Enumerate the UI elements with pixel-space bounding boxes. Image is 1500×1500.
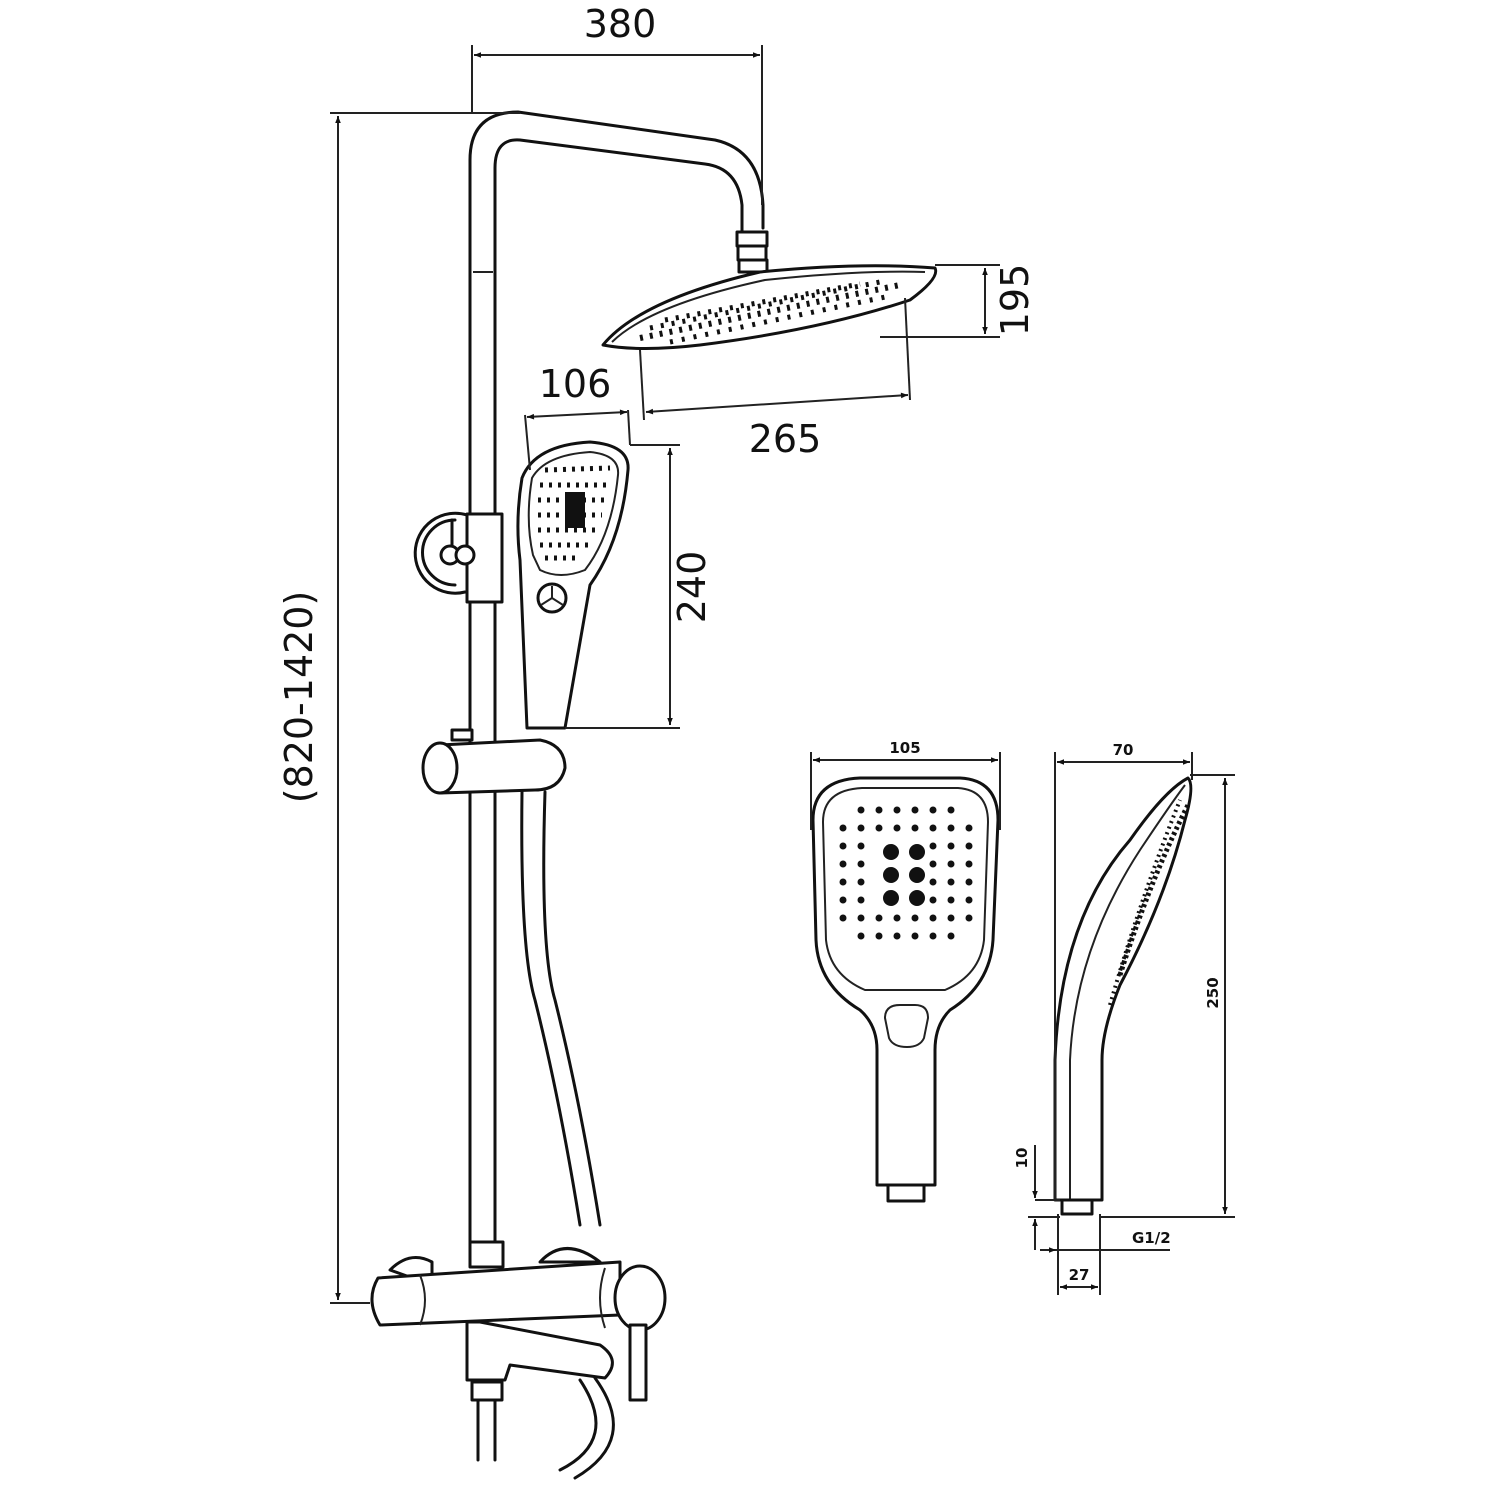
riser-pipe — [330, 110, 765, 1257]
dim-connector-height: 10 — [1013, 1145, 1060, 1250]
nozzle-dot — [929, 914, 937, 922]
nozzle-dot — [857, 896, 865, 904]
nozzle-dot — [857, 914, 865, 922]
dim-label-hand-length: 240 — [670, 551, 714, 624]
nozzle-dot — [929, 896, 937, 904]
nozzle-dot — [929, 932, 937, 940]
dim-label-head-diameter: 265 — [749, 417, 822, 461]
dim-side-depth: 70 — [1054, 741, 1193, 1200]
slider-bracket-upper — [413, 511, 504, 604]
head-connector — [735, 230, 769, 274]
nozzle-dot — [875, 932, 883, 940]
nozzle-dot — [947, 896, 955, 904]
center-nozzle — [883, 867, 899, 883]
hand-shower-side-view — [1053, 776, 1193, 1216]
dim-label-side-length: 250 — [1204, 977, 1222, 1008]
front-nozzles — [839, 806, 973, 940]
center-nozzle — [909, 867, 925, 883]
nozzle-dot — [929, 842, 937, 850]
nozzle-dot — [929, 860, 937, 868]
nozzle-dot — [965, 914, 973, 922]
nozzle-dot — [911, 932, 919, 940]
dim-label-arm-reach: 380 — [584, 2, 657, 46]
dim-side-length: 250 — [1100, 774, 1235, 1218]
dim-height-range: (820-1420) — [277, 116, 341, 1300]
dim-label-head-thickness: 195 — [993, 264, 1037, 337]
nozzle-dot — [947, 878, 955, 886]
nozzle-dot — [965, 824, 973, 832]
nozzle-dot — [893, 932, 901, 940]
nozzle-dot — [875, 824, 883, 832]
nozzle-dot — [947, 842, 955, 850]
dim-label-connector-height: 10 — [1013, 1148, 1031, 1169]
nozzle-dot — [893, 914, 901, 922]
dim-label-side-depth: 70 — [1113, 741, 1134, 759]
nozzle-dot — [839, 824, 847, 832]
nozzle-dot — [893, 824, 901, 832]
nozzle-dot — [929, 806, 937, 814]
nozzle-dot — [947, 860, 955, 868]
dim-hand-width: 106 — [524, 362, 631, 471]
dim-thread: G1/2 27 — [1040, 1214, 1171, 1295]
rain-head-nozzles — [639, 279, 901, 345]
nozzle-dot — [947, 824, 955, 832]
nozzle-dot — [911, 806, 919, 814]
nozzle-dot — [839, 896, 847, 904]
shower-hose — [520, 790, 602, 1227]
dim-head-thickness: 195 — [880, 264, 1037, 338]
dim-label-hand-width: 106 — [539, 362, 612, 406]
mixer-valve — [330, 1240, 667, 1480]
nozzle-dot — [839, 914, 847, 922]
nozzle-dot — [947, 932, 955, 940]
nozzle-dot — [839, 860, 847, 868]
hand-shower-front-view — [811, 776, 1000, 1203]
center-nozzle — [883, 844, 899, 860]
nozzle-dot — [839, 878, 847, 886]
hand-shower — [516, 440, 630, 730]
center-nozzle — [883, 890, 899, 906]
dim-head-diameter: 265 — [639, 297, 911, 461]
nozzle-dot — [911, 914, 919, 922]
dim-label-front-width: 105 — [889, 739, 920, 757]
nozzle-dot — [965, 878, 973, 886]
nozzle-dot — [965, 842, 973, 850]
dim-arm-reach: 380 — [471, 2, 763, 205]
center-nozzle — [909, 890, 925, 906]
nozzle-dot — [857, 806, 865, 814]
nozzle-dot — [947, 914, 955, 922]
hand-shower-nozzles — [538, 465, 612, 561]
nozzle-dot — [893, 806, 901, 814]
nozzle-dot — [911, 824, 919, 832]
nozzle-dot — [965, 896, 973, 904]
dim-label-thread: G1/2 — [1132, 1229, 1171, 1247]
nozzle-dot — [839, 842, 847, 850]
nozzle-dot — [875, 914, 883, 922]
dim-front-width: 105 — [810, 739, 1001, 830]
rain-shower-head — [601, 264, 938, 350]
nozzle-dot — [857, 878, 865, 886]
dim-hand-length: 240 — [565, 444, 714, 729]
nozzle-dot — [947, 806, 955, 814]
nozzle-dot — [929, 878, 937, 886]
slider-bracket-lower — [421, 728, 567, 795]
nozzle-dot — [857, 860, 865, 868]
nozzle-dot — [875, 806, 883, 814]
nozzle-dot — [857, 842, 865, 850]
nozzle-dot — [857, 824, 865, 832]
center-nozzle — [909, 844, 925, 860]
dim-label-connector-width: 27 — [1069, 1266, 1090, 1284]
nozzle-dot — [965, 860, 973, 868]
nozzle-dot — [929, 824, 937, 832]
nozzle-dot — [857, 932, 865, 940]
dim-label-height-range: (820-1420) — [277, 591, 321, 804]
